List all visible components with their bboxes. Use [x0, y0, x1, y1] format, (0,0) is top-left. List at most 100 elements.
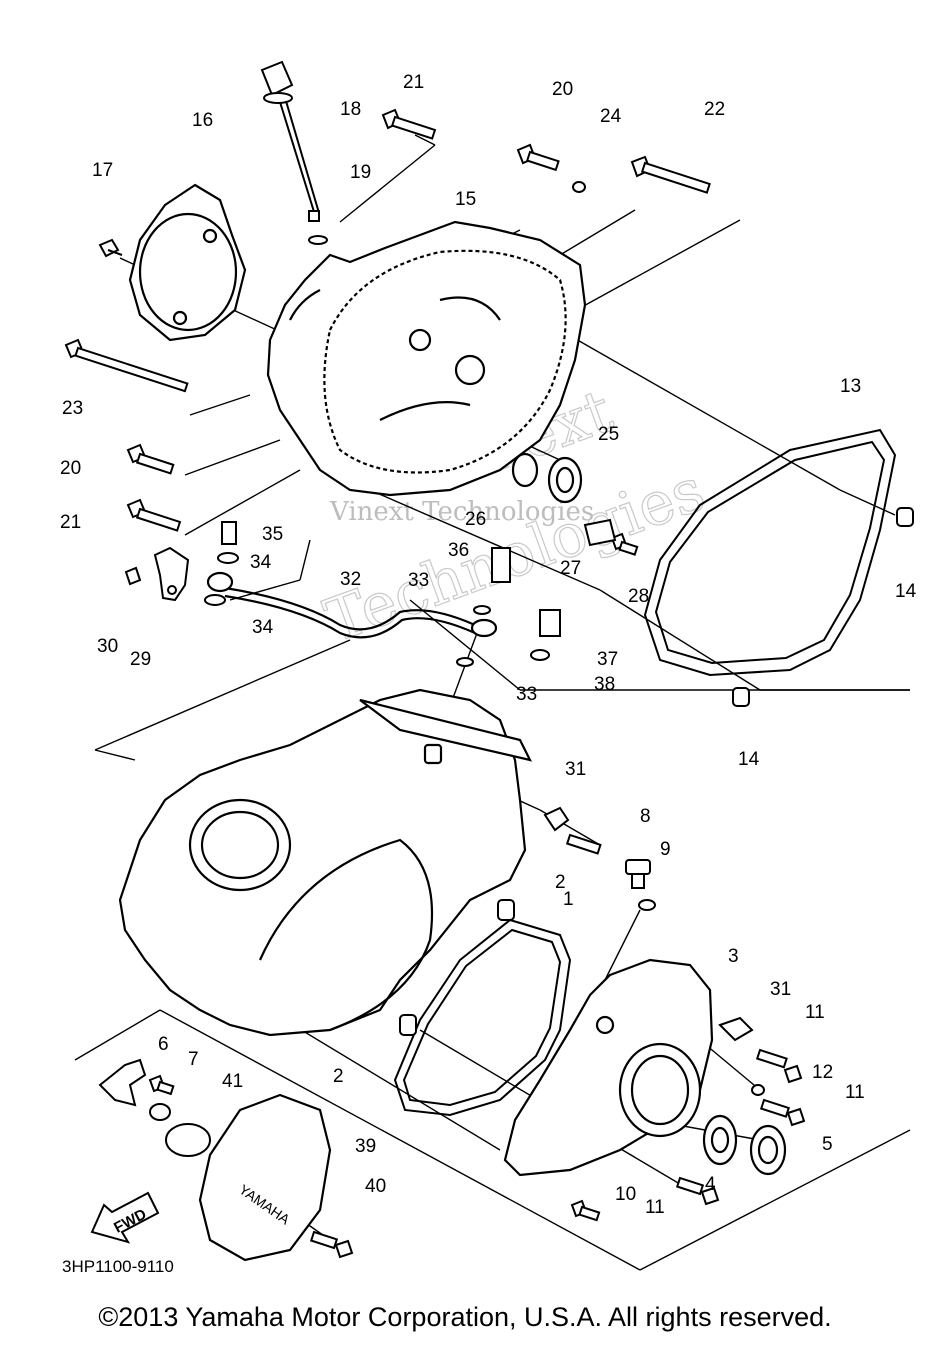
- bolt-part-31-mid: [565, 833, 602, 855]
- callout-2: 2: [555, 872, 566, 893]
- callout-36: 36: [448, 540, 469, 561]
- bearing-part-25: [547, 456, 583, 504]
- bolt-part-11-lower: [675, 1176, 720, 1206]
- callouts: 1 2 2 3 4 5 6 7 8 9 10 11 11 11 12 13 14…: [60, 72, 917, 1218]
- callout-26: 26: [465, 509, 486, 530]
- washer-part-34-upper: [217, 552, 239, 564]
- callout-11: 11: [645, 1197, 665, 1218]
- bolt-part-20-left: [126, 443, 175, 475]
- callout-33: 33: [516, 684, 537, 705]
- bolt-part-30: [124, 566, 142, 586]
- callout-37: 37: [597, 649, 618, 670]
- seal-part-5: [749, 1124, 787, 1176]
- bolts: [64, 108, 806, 1259]
- crankcase-cover-part-15: [266, 220, 587, 497]
- bolt-part-28: [610, 532, 639, 556]
- bolt-part-40: [309, 1230, 354, 1259]
- bolt-part-22: [630, 155, 711, 194]
- callout-9: 9: [660, 839, 671, 860]
- exploded-parts-diagram: Vinext Technologies Vinext Technologies: [60, 60, 917, 1276]
- gasket-part-13: [643, 428, 897, 677]
- bearing-part-4: [702, 1114, 738, 1166]
- callout-23: 23: [62, 398, 83, 419]
- callout-35: 35: [262, 524, 283, 545]
- bracket-part-29: [153, 546, 190, 602]
- callout-13: 13: [840, 376, 861, 397]
- callout-12: 12: [812, 1062, 833, 1083]
- seal-part-26: [511, 452, 539, 488]
- crankcase-body: [118, 688, 533, 1037]
- callout-41: 41: [222, 1071, 243, 1092]
- callout-29: 29: [130, 649, 151, 670]
- clip-part-6: [98, 1058, 147, 1107]
- callout-25: 25: [598, 424, 619, 445]
- o-ring-part-19: [308, 235, 328, 245]
- washer-part-34-lower: [204, 594, 226, 606]
- bolt-part-11-right: [759, 1098, 806, 1127]
- cover-plate-part-16: [128, 183, 247, 342]
- callout-38: 38: [594, 674, 615, 695]
- dowels-part-14: [732, 507, 914, 707]
- callout-30: 30: [97, 636, 118, 657]
- callout-40: 40: [365, 1176, 386, 1197]
- callout-20: 20: [552, 79, 573, 100]
- callout-34: 34: [252, 617, 274, 638]
- clamps-part-31: [543, 806, 754, 1042]
- fittings: [204, 521, 561, 667]
- side-cover-part-3: [503, 958, 714, 1177]
- plug-part-8: [625, 859, 651, 889]
- switch-part-36: [491, 547, 511, 583]
- washer-part-24: [572, 181, 586, 193]
- bolt-part-11-top: [755, 1048, 803, 1084]
- callout-28: 28: [628, 586, 649, 607]
- callout-5: 5: [822, 1134, 833, 1155]
- bolt-part-7: [148, 1074, 175, 1096]
- union-bolt-part-35: [221, 521, 237, 545]
- callout-32: 32: [340, 569, 361, 590]
- copyright-notice: ©2013 Yamaha Motor Corporation, U.S.A. A…: [98, 1302, 832, 1332]
- callout-18: 18: [340, 99, 361, 120]
- bolt-part-10: [570, 1199, 601, 1222]
- callout-39: 39: [355, 1136, 376, 1157]
- switch-part-37: [539, 609, 561, 637]
- callout-7: 7: [188, 1049, 199, 1070]
- washer-part-12: [751, 1084, 765, 1096]
- callout-27: 27: [560, 558, 581, 579]
- callout-22: 22: [704, 99, 725, 120]
- callout-21: 21: [403, 72, 424, 93]
- bolt-part-20-top: [516, 143, 560, 172]
- gasket-part-1: [393, 918, 572, 1117]
- o-ring-part-9: [638, 899, 656, 911]
- callout-11: 11: [845, 1082, 865, 1103]
- callout-8: 8: [640, 806, 651, 827]
- callout-10: 10: [615, 1184, 636, 1205]
- cover-part-39: YAMAHA: [198, 1093, 332, 1262]
- bolt-part-17: [98, 238, 123, 258]
- callout-2: 2: [333, 1066, 344, 1087]
- bolt-part-21-top: [381, 108, 437, 140]
- bolt-part-23: [64, 338, 189, 393]
- callout-4: 4: [705, 1174, 716, 1195]
- leader-lines: [74, 134, 911, 1271]
- callout-34: 34: [250, 552, 272, 573]
- o-ring-part-33-upper: [473, 605, 491, 615]
- callout-14: 14: [738, 749, 760, 770]
- callout-31: 31: [770, 979, 791, 1000]
- callout-17: 17: [92, 160, 113, 181]
- o-ring-part-33-lower: [456, 657, 474, 667]
- washer-part-38: [530, 649, 550, 661]
- dipstick-part-18: [260, 60, 320, 222]
- callout-15: 15: [455, 189, 476, 210]
- callout-1: 1: [563, 889, 574, 910]
- plate-part-27: [583, 518, 617, 547]
- callout-14: 14: [895, 581, 917, 602]
- oil-pipe-part-32: [206, 571, 498, 639]
- callout-31: 31: [565, 759, 586, 780]
- dowels-part-2: [399, 899, 515, 1036]
- callout-21: 21: [60, 512, 81, 533]
- callout-11: 11: [805, 1002, 825, 1023]
- callout-6: 6: [158, 1034, 169, 1055]
- callout-16: 16: [192, 110, 213, 131]
- callout-24: 24: [600, 106, 622, 127]
- callout-33: 33: [408, 570, 429, 591]
